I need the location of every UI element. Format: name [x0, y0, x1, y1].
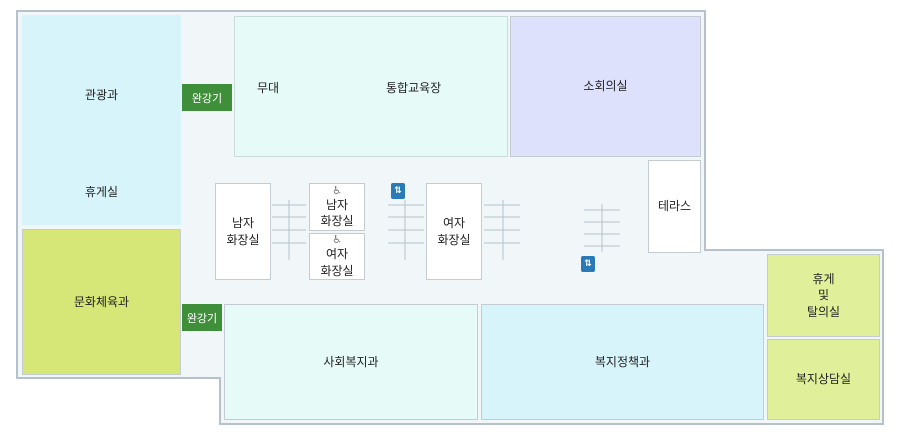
buffer-space-tag-bottom: 완강기 — [182, 304, 222, 331]
room-stage-label: 무대 — [257, 81, 280, 95]
room-womens-restroom-accessible: ♿ 여자 화장실 — [309, 233, 365, 280]
wheelchair-icon: ♿ — [332, 183, 342, 197]
room-tourism-lounge — [22, 15, 181, 225]
stairs-lines — [272, 200, 620, 260]
room-small-meeting: 소회의실 — [510, 16, 701, 157]
room-mens-restroom-accessible-label: 남자 화장실 — [320, 197, 354, 228]
room-womens-restroom-right: 여자 화장실 — [426, 183, 482, 280]
room-social-welfare: 사회복지과 — [224, 304, 478, 420]
room-mens-restroom-left: 남자 화장실 — [215, 183, 271, 280]
elevator-icon: ⇅ — [391, 183, 405, 199]
wheelchair-icon: ♿ — [332, 233, 342, 247]
room-culture-sports: 문화체육과 — [22, 229, 181, 375]
room-education-hall-label: 통합교육장 — [386, 81, 442, 95]
room-womens-restroom-accessible-label: 여자 화장실 — [320, 247, 354, 278]
room-education-hall — [234, 16, 508, 157]
room-terrace: 테라스 — [648, 160, 701, 253]
room-tourism-label: 관광과 — [84, 88, 119, 102]
room-lounge-label: 휴게실 — [84, 185, 119, 199]
room-rest-changing: 휴게 및 탈의실 — [767, 254, 880, 337]
room-mens-restroom-accessible: ♿ 남자 화장실 — [309, 183, 365, 231]
room-welfare-policy: 복지정책과 — [481, 304, 764, 420]
buffer-space-tag-top: 완강기 — [182, 84, 232, 111]
elevator-icon: ⇅ — [581, 256, 595, 272]
room-welfare-counseling: 복지상담실 — [767, 339, 880, 420]
